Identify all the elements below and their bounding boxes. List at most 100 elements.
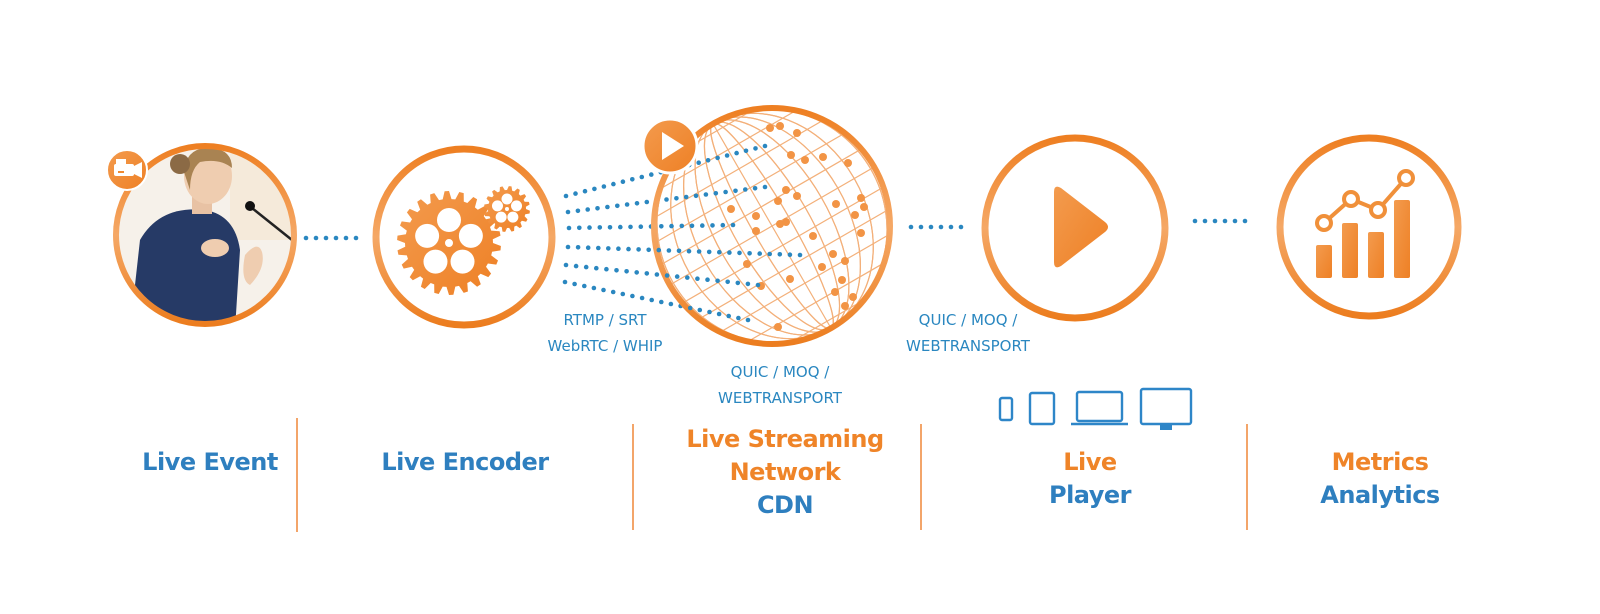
connector-dots-encoder-to-cdn [562, 169, 683, 309]
play-badge-icon [641, 117, 699, 175]
connector-dot [596, 245, 601, 251]
connector-dot [762, 143, 768, 149]
connector-dot [757, 251, 762, 256]
gear-shape [484, 186, 530, 232]
tablet-icon [1028, 391, 1056, 426]
connector-dot [649, 297, 654, 303]
connector-dot [668, 301, 674, 307]
server-node-dot [752, 212, 760, 220]
connector-dot [615, 203, 620, 209]
connector-dot [725, 279, 730, 285]
server-node-dot [766, 124, 774, 132]
video-camera-icon [106, 149, 148, 191]
protocol-label-cdn-to-player: QUIC / MOQ / WEBTRANSPORT [888, 307, 1048, 359]
connector-dot [591, 285, 597, 291]
connector-dot [585, 245, 591, 250]
server-node-dot [782, 218, 790, 226]
connector-dot [723, 189, 728, 195]
connector-dot [606, 246, 611, 251]
parallel-line [656, 110, 848, 217]
connector-dot [601, 184, 607, 189]
label-line: Analytics [1320, 481, 1440, 509]
connector-dot [713, 191, 719, 196]
connector-dot [572, 281, 577, 287]
connector-dot [649, 172, 654, 177]
stage-label-metrics-analytics: Metrics Analytics [1290, 446, 1470, 512]
protocol-line: WebRTC / WHIP [547, 337, 663, 355]
server-node-dot [851, 211, 859, 219]
connector-dot [666, 248, 672, 253]
label-line: Live Event [142, 448, 278, 476]
label-line: Live Encoder [381, 448, 549, 476]
connector-dot [710, 223, 715, 228]
connector-dot [616, 246, 621, 251]
connector-dot [592, 186, 597, 192]
connector-dot [594, 265, 599, 271]
connector-dot [566, 225, 572, 231]
connector-dot [720, 222, 726, 228]
connector-dot [716, 311, 722, 317]
connector-dot [733, 188, 738, 194]
connector-dot [689, 223, 695, 229]
server-node-dot [829, 250, 837, 258]
connector-dot [595, 206, 600, 211]
gears-icon [397, 186, 530, 295]
metrics-circle [1276, 134, 1462, 320]
stage-label-live-streaming-network: Live Streaming Network CDN [680, 423, 890, 522]
protocol-line: RTMP / SRT [563, 311, 647, 329]
connector-dot [743, 187, 748, 192]
connector-dot [674, 196, 679, 201]
protocol-line: QUIC / MOQ / [730, 363, 830, 381]
label-line: Live Streaming [686, 425, 884, 453]
connector-dot [575, 208, 581, 214]
connector-dot [656, 247, 662, 253]
connector-dot [646, 247, 651, 253]
connector-dots-event-to-encoder [303, 235, 359, 241]
connector-dot [630, 177, 635, 182]
server-node-dot [841, 302, 849, 310]
protocol-line: WEBTRANSPORT [906, 337, 1030, 355]
server-node-dot [743, 260, 751, 268]
connector-dot [604, 266, 609, 272]
connector-dot [573, 191, 578, 196]
connector-dot [597, 225, 603, 230]
connector-dot [601, 287, 606, 293]
gear-shape [397, 191, 501, 295]
stage-label-live-encoder: Live Encoder [370, 446, 560, 479]
server-node-dot [857, 229, 865, 237]
laptop-icon [1071, 390, 1128, 426]
connector-dot [582, 283, 587, 289]
stage-label-live-event: Live Event [130, 446, 290, 479]
connector-dots-overlay [656, 143, 803, 323]
connector-dot [669, 223, 674, 229]
protocol-label-encoder-to-cdn: RTMP / SRT WebRTC / WHIP [530, 307, 680, 359]
server-node-dot [782, 186, 790, 194]
label-line: Network [729, 458, 841, 486]
connector-dots-cdn-to-player [908, 224, 964, 230]
server-node-dot [841, 257, 849, 265]
connector-dot [644, 271, 650, 276]
connector-dot [565, 244, 571, 250]
live-event-photo [113, 143, 297, 327]
server-node-dot [832, 200, 840, 208]
connector-dot [605, 204, 610, 210]
connector-dot [630, 293, 635, 299]
divider [632, 424, 634, 530]
parallel-line [656, 110, 859, 236]
connector-dot [659, 224, 664, 229]
connector-dot [676, 248, 682, 254]
connector-dot [624, 269, 629, 274]
connector-dot [693, 193, 699, 199]
connector-dot [705, 158, 711, 163]
desktop-monitor-icon [1139, 387, 1193, 430]
protocol-label-cdn: QUIC / MOQ / WEBTRANSPORT [700, 359, 860, 411]
connector-dot [736, 315, 741, 321]
connector-dot [634, 270, 639, 275]
connector-dot [639, 174, 645, 180]
server-node-dot [787, 151, 795, 159]
server-node-dot [844, 159, 852, 167]
connector-dot [735, 280, 741, 286]
parallel-line [656, 110, 837, 198]
label-line: Metrics [1331, 448, 1429, 476]
connector-dot [745, 317, 751, 323]
